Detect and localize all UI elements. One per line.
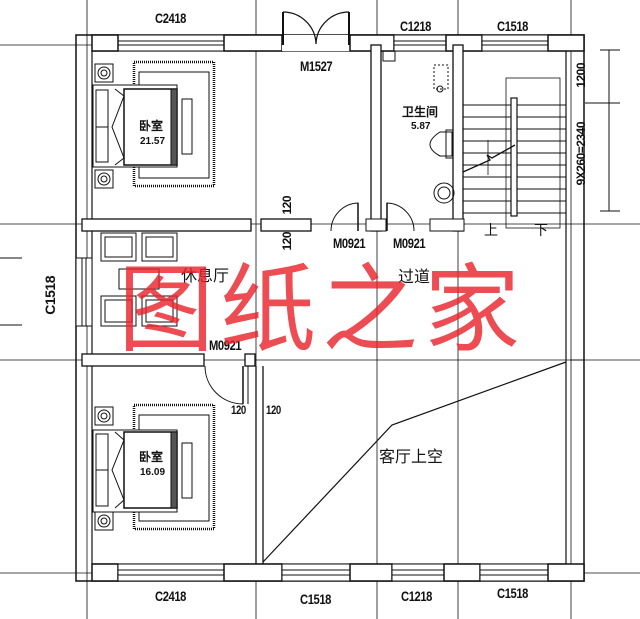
door-label-lounge: M0921 — [209, 337, 242, 353]
window-label-bottom-c3: C1518 — [497, 585, 529, 601]
dim-right-top: 1200 — [574, 63, 588, 88]
door-label-bath: M0921 — [393, 235, 426, 251]
window-label-top-left: C2418 — [155, 10, 187, 26]
watermark-text: 图纸之家 — [118, 254, 526, 366]
door-label-hall: M0921 — [333, 235, 366, 251]
stairs-up-label: 上 — [484, 223, 498, 239]
room-name-bedroom-bottom: 卧室 — [139, 450, 164, 464]
window-label-bottom-c2: C1218 — [401, 588, 433, 604]
room-name-lounge: 休息厅 — [181, 266, 230, 285]
window-label-top-right: C1518 — [497, 18, 529, 34]
room-name-living-void: 客厅上空 — [379, 447, 444, 466]
room-name-bathroom: 卫生间 — [402, 105, 439, 119]
dim-wall-d: 120 — [266, 403, 281, 417]
window-label-left: C1518 — [42, 276, 58, 315]
room-name-bedroom-top: 卧室 — [139, 119, 164, 133]
window-label-top-mid: C1218 — [400, 18, 432, 34]
room-area-bedroom-bottom: 16.09 — [140, 467, 166, 478]
window-label-bottom-c1: C1518 — [300, 591, 332, 607]
dim-wall-a: 120 — [280, 196, 294, 215]
window-label-bottom-left: C2418 — [155, 588, 187, 604]
door-label-entry: M1527 — [300, 58, 333, 74]
dim-wall-c: 120 — [231, 403, 246, 417]
stairs-down-label: 下 — [534, 223, 548, 239]
room-area-bedroom-top: 21.57 — [140, 136, 166, 147]
room-name-corridor: 过道 — [398, 267, 431, 286]
room-area-bathroom: 5.87 — [411, 121, 431, 132]
dim-wall-b: 120 — [280, 232, 294, 251]
dim-right-stairs: 9X260=2340 — [574, 122, 588, 186]
